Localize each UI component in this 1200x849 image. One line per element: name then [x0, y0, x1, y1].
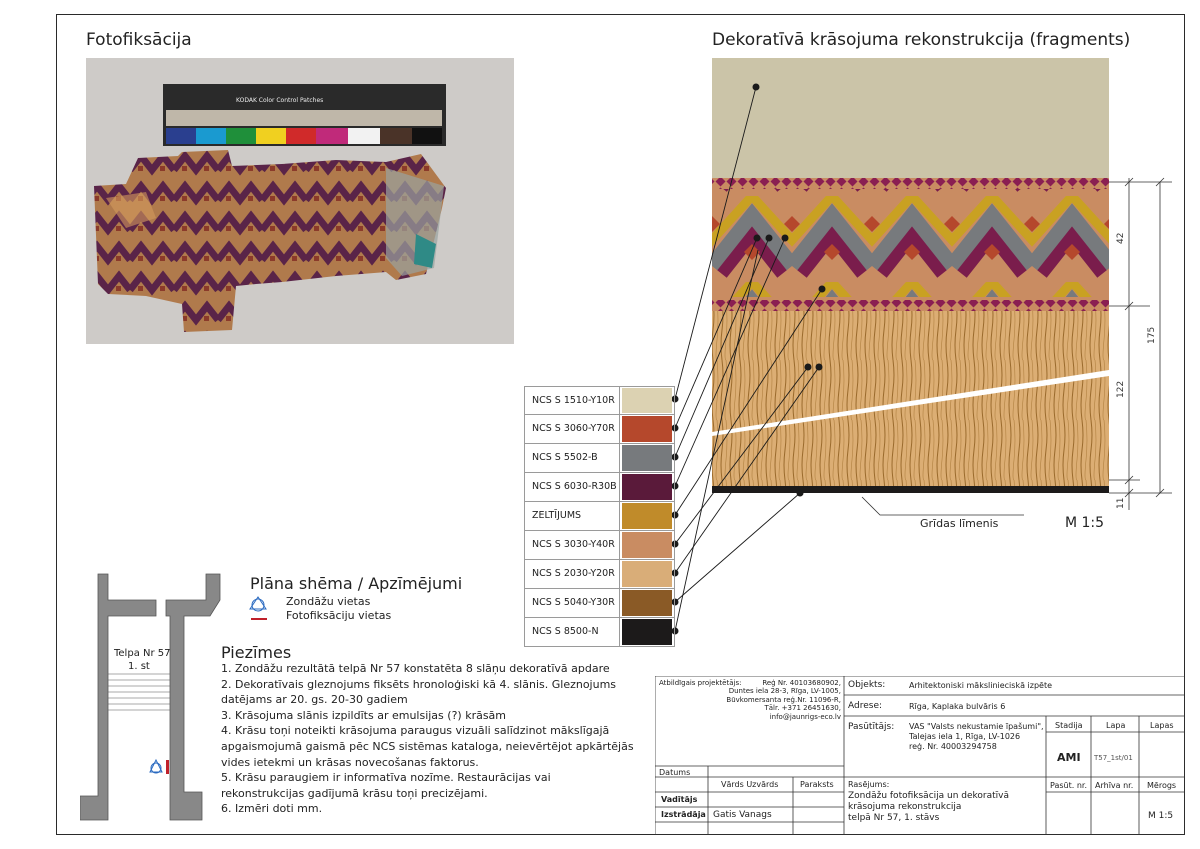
- note-line: datējams ar 20. gs. 20-30 gadiem: [221, 693, 408, 707]
- swatch-row: NCS S 6030-R30B: [524, 473, 675, 502]
- fragment-photo: KODAK Color Control Patches: [86, 58, 514, 344]
- drawing-label: Rasējums:: [848, 780, 890, 789]
- pasut-label: Pasūt. nr.: [1050, 781, 1087, 790]
- plan-room-label: Telpa Nr 57: [113, 648, 171, 659]
- swatch-label: NCS S 5040-Y30R: [525, 589, 620, 617]
- merogs-value: M 1:5: [1148, 811, 1174, 821]
- swatch-row: NCS S 1510-Y10R: [524, 386, 675, 415]
- note-line: 6. Izmēri doti mm.: [221, 802, 323, 816]
- client-label: Pasūtītājs:: [848, 722, 895, 732]
- datums-label: Datums: [659, 768, 691, 777]
- address-value: Rīga, Kaplaka bulvāris 6: [909, 702, 1006, 711]
- swatch-label: NCS S 5502-B: [525, 444, 620, 472]
- probe-legend-icon: [249, 596, 267, 620]
- swatch-row: NCS S 3030-Y40R: [524, 531, 675, 560]
- client-line: Talejas iela 1, Rīga, LV-1026: [909, 732, 1021, 741]
- photo-marker-icon: [166, 760, 169, 774]
- client-lines: VAS "Valsts nekustamie īpašumi",Talejas …: [909, 722, 1044, 752]
- note-line: vides ietekmi un krāsas novecošanas fakt…: [221, 755, 479, 769]
- swatch-color: [622, 416, 672, 442]
- name-col-label: Vārds Uzvārds: [721, 780, 779, 789]
- swatch-label: NCS S 2030-Y20R: [525, 560, 620, 588]
- swatch-label: NCS S 3060-Y70R: [525, 415, 620, 443]
- client-line: reģ. Nr. 40003294758: [909, 742, 997, 751]
- address-label: Adrese:: [848, 701, 883, 711]
- swatch-row: ZELTĪJUMS: [524, 502, 675, 531]
- resp-line: Reģ Nr. 40103680902,: [762, 679, 841, 687]
- swatch-label: ZELTĪJUMS: [525, 502, 620, 530]
- note-line: rekonstrukcijas gadījumā krāsu toņi prec…: [221, 786, 488, 800]
- photo-title: Fotofiksācija: [86, 30, 192, 50]
- drawing-line: telpā Nr 57, 1. stāvs: [848, 813, 940, 823]
- lapa-value: T57_1st/01: [1094, 754, 1133, 762]
- drawing-line: Zondāžu fotofiksācija un dekoratīvā: [848, 791, 1010, 801]
- swatch-color: [622, 445, 672, 471]
- swatch-row: NCS S 2030-Y20R: [524, 560, 675, 589]
- object-label: Objekts:: [848, 680, 886, 690]
- notes-list: 1. Zondāžu rezultātā telpā Nr 57 konstat…: [221, 661, 641, 817]
- merogs-label: Mērogs: [1147, 781, 1177, 790]
- legend-item-probes: Zondāžu vietas: [286, 595, 371, 608]
- swatch-label: NCS S 1510-Y10R: [525, 387, 620, 414]
- note-line: 5. Krāsu paraugiem ir informatīva nozīme…: [221, 771, 551, 785]
- swatch-color: [622, 474, 672, 500]
- swatch-label: NCS S 6030-R30B: [525, 473, 620, 501]
- note-line: 4. Krāsu toņi noteikti krāsojuma paraugu…: [221, 724, 610, 738]
- drawing-line: krāsojuma rekonstrukcija: [848, 802, 962, 812]
- note-line: apgaismojumā gaismā pēc NCS sistēmas kat…: [221, 739, 634, 753]
- vaditajs-label: Vadītājs: [661, 795, 698, 804]
- swatch-color: [622, 590, 672, 616]
- swatch-color: [622, 388, 672, 413]
- resp-line: Duntes iela 28-3, Rīga, LV-1005,: [728, 687, 841, 696]
- legend-item-photos: Fotofiksāciju vietas: [286, 609, 392, 622]
- sign-col-label: Paraksts: [800, 780, 834, 789]
- swatch-row: NCS S 5502-B: [524, 444, 675, 473]
- swatch-color: [622, 532, 672, 558]
- legend-title: Plāna shēma / Apzīmējumi: [250, 574, 463, 593]
- swatch-row: NCS S 3060-Y70R: [524, 415, 675, 444]
- arhiva-label: Arhīva nr.: [1095, 781, 1134, 790]
- swatch-color: [622, 503, 672, 529]
- notes-title: Piezīmes: [221, 643, 292, 662]
- kodak-brand-text: KODAK Color Control Patches: [236, 97, 323, 104]
- resp-line: info@jaunrigs-eco.lv: [769, 712, 841, 721]
- stadija-value: AMI: [1057, 751, 1081, 764]
- resp-label: Atbildīgais projektētājs:: [659, 679, 742, 687]
- author-value: Gatis Vanags: [713, 810, 772, 820]
- swatch-row: NCS S 8500-N: [524, 618, 675, 647]
- izstradaja-label: Izstrādāja: [661, 810, 706, 819]
- reconstruction-title: Dekoratīvā krāsojuma rekonstrukcija (fra…: [712, 30, 1131, 50]
- floor-plan: Telpa Nr 57 1. st: [80, 573, 221, 821]
- title-block: Atbildīgais projektētājs: Reģ Nr. 401036…: [655, 676, 1185, 835]
- drawing-frame: [56, 14, 1185, 835]
- resp-line: Būvkomersanta reģ.Nr. 11096-R,: [726, 695, 841, 704]
- stadija-label: Stadija: [1055, 721, 1083, 730]
- swatch-color: [622, 619, 672, 645]
- swatch-label: NCS S 3030-Y40R: [525, 531, 620, 559]
- swatch-row: NCS S 5040-Y30R: [524, 589, 675, 618]
- client-line: VAS "Valsts nekustamie īpašumi",: [909, 722, 1044, 731]
- lapa-label: Lapa: [1106, 721, 1126, 730]
- resp-lines: Reģ Nr. 40103680902,Duntes iela 28-3, Rī…: [726, 679, 841, 721]
- swatch-color: [622, 561, 672, 587]
- note-line: 1. Zondāžu rezultātā telpā Nr 57 konstat…: [221, 662, 610, 675]
- lapas-label: Lapas: [1150, 721, 1174, 730]
- object-value: Arhitektoniski mākslinieciskā izpēte: [909, 681, 1052, 690]
- note-line: 2. Dekoratīvais gleznojums fiksēts hrono…: [221, 677, 617, 691]
- note-line: 3. Krāsojuma slānis izpildīts ar emulsij…: [221, 708, 507, 722]
- kodak-color-strip: KODAK Color Control Patches: [163, 84, 446, 146]
- swatch-label: NCS S 8500-N: [525, 618, 620, 646]
- probe-marker-icon: [149, 758, 163, 774]
- resp-line: Tālr. +371 26451630,: [764, 704, 841, 713]
- plan-floor-label: 1. st: [128, 661, 150, 672]
